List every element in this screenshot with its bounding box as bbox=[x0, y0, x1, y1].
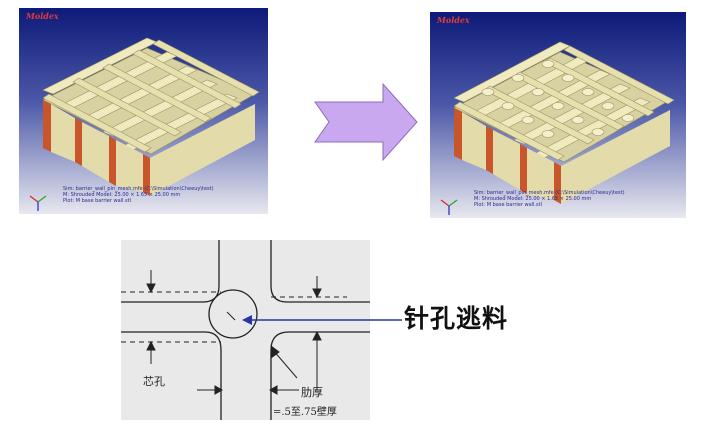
core-hole-label: 芯孔 bbox=[143, 375, 165, 388]
rib-intersection-diagram: 芯孔 肋厚 =.5至.75壁厚 bbox=[121, 240, 370, 420]
grid-model-with-pins bbox=[453, 41, 675, 204]
rib-intersection-drawing bbox=[121, 240, 370, 420]
info-line: M: Shrouded Model: 25.00 × 1.65 × 25.00 … bbox=[474, 196, 592, 202]
right-simulation-viewport: Moldex Sim: barrier_wall_pin_mesh.mfe (C… bbox=[430, 12, 686, 218]
info-line: Sim: barrier_wall_pin_mesh.mfe (C:\Simul… bbox=[63, 186, 214, 192]
left-simulation-viewport: Moldex Sim: barrier_wall_pin_mesh.mfe (C… bbox=[19, 8, 268, 214]
grid-model-without-pins bbox=[42, 37, 260, 196]
brand-logo-text: Moldex bbox=[26, 11, 59, 21]
brand-logo-text: Moldex bbox=[437, 15, 470, 25]
simulation-info-text: Sim: barrier_wall_pin_mesh.mfe (C:\Simul… bbox=[63, 186, 263, 204]
axis-triad-icon bbox=[29, 195, 47, 211]
info-line: M: Shrouded Model: 25.00 × 1.65 × 25.00 … bbox=[63, 192, 181, 198]
axis-triad-icon bbox=[440, 199, 458, 215]
info-line: Sim: barrier_wall_pin_mesh.mfe (C:\Simul… bbox=[474, 190, 625, 196]
simulation-info-text: Sim: barrier_wall_pin_mesh.mfe (C:\Simul… bbox=[474, 190, 674, 208]
pin-hole-overflow-label: 针孔逃料 bbox=[404, 304, 509, 333]
ratio-label: =.5至.75壁厚 bbox=[273, 407, 337, 418]
info-line: Plot: M base barrier wall.stl bbox=[63, 198, 131, 204]
info-line: Plot: M base barrier wall.stl bbox=[474, 202, 542, 208]
right-arrow-icon bbox=[314, 82, 418, 162]
rib-thickness-label: 肋厚 bbox=[301, 386, 323, 399]
pointer-arrow-icon bbox=[242, 315, 402, 325]
